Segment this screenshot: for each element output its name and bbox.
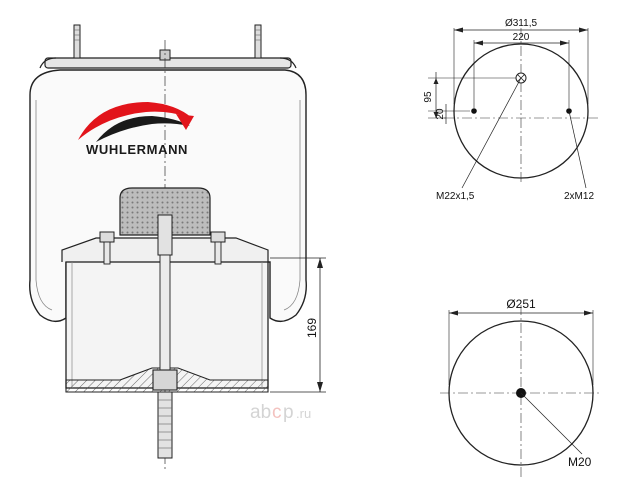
stud-thread-leader (568, 110, 587, 189)
top-plate-crimp (39, 57, 297, 69)
rim-bolt-left (99, 231, 115, 265)
watermark: ab c p .ru (250, 402, 311, 423)
offset-dimensions: 95 20 (423, 72, 516, 124)
rim-bolt-right (210, 231, 226, 265)
watermark-domain: .ru (296, 406, 311, 421)
top-stud-right (254, 24, 262, 59)
center-thread-label: M22x1,5 (436, 191, 475, 202)
brand-swoosh-red (78, 102, 192, 140)
height-dimension: 169 (270, 257, 326, 393)
side-view: 169 WUHLERMANN (29, 24, 326, 470)
brand-logo: WUHLERMANN (78, 102, 194, 157)
offset-label-b: 20 (435, 108, 446, 120)
offset-label-a: 95 (423, 91, 434, 103)
bottom-stud (157, 391, 173, 459)
bottom-thread-leader (520, 392, 583, 455)
bottom-diameter-label: Ø251 (506, 297, 536, 311)
bottom-view: Ø251 M20 (440, 297, 602, 478)
center-nut (152, 369, 178, 391)
bottom-thread-label: M20 (568, 455, 592, 469)
outer-diameter-dimension: Ø311,5 (453, 18, 589, 104)
top-view: Ø311,5 220 95 20 M22x1,5 2xM12 (423, 18, 600, 202)
top-stud-left (73, 24, 81, 59)
brand-swoosh-arrow (176, 114, 194, 130)
stud-spacing-dimension: 220 (473, 32, 570, 108)
outer-diameter-label: Ø311,5 (505, 18, 537, 29)
bellows-inner-line (35, 100, 301, 311)
watermark-accent: c (272, 402, 282, 423)
stud-thread-label: 2xM12 (564, 191, 594, 202)
watermark-text: ab (250, 402, 271, 423)
center-rod-shaft (159, 254, 171, 374)
stud-spacing-label: 220 (513, 32, 530, 43)
center-thread-leader (461, 77, 522, 189)
center-rod (157, 214, 173, 256)
stud-hole-left (471, 108, 477, 114)
bump-stop (119, 187, 211, 236)
brand-name: WUHLERMANN (86, 142, 188, 157)
watermark-suffix: p (283, 402, 294, 423)
brand-swoosh-dark (96, 116, 190, 142)
height-label: 169 (305, 318, 319, 338)
bottom-diameter-dimension: Ø251 (448, 297, 594, 385)
